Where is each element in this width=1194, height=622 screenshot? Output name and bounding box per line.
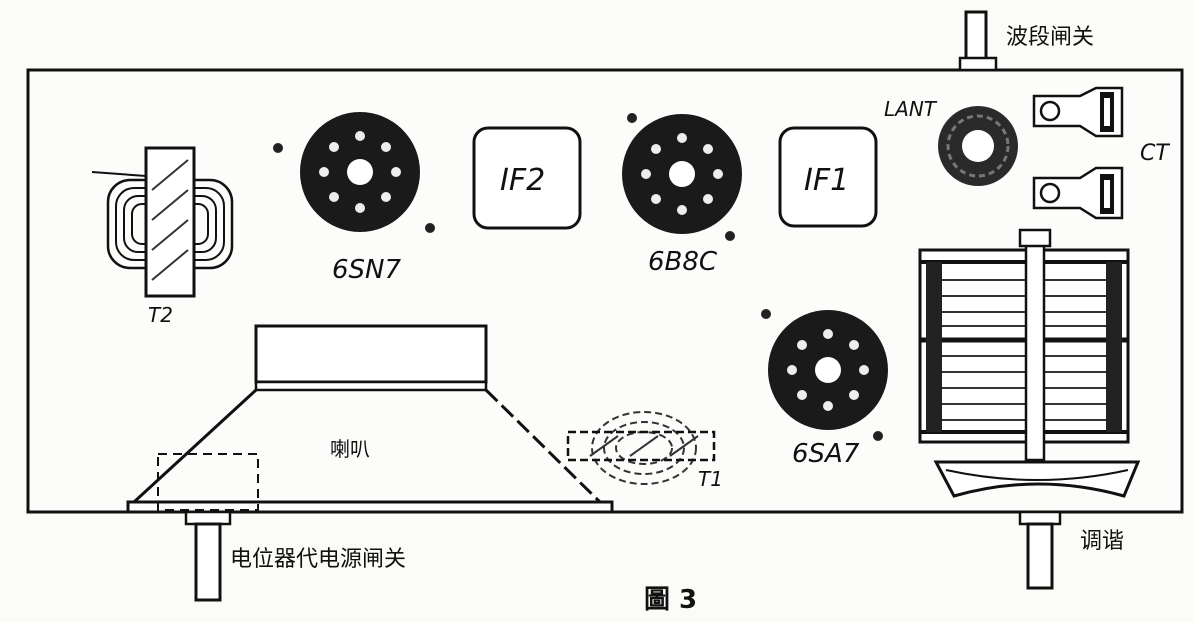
trimmer-capacitor-bottom: [1032, 166, 1124, 220]
band-switch-shaft: [958, 10, 998, 72]
band-switch-label: 波段闸关: [1006, 25, 1094, 50]
mount-hole: [627, 113, 637, 123]
mount-hole: [273, 143, 283, 153]
mount-hole: [873, 431, 883, 441]
tuning-shaft: [1018, 510, 1062, 590]
tuning-gang-capacitor: [918, 228, 1141, 498]
mount-hole: [425, 223, 435, 233]
volume-power-switch-label: 电位器代电源闸关: [230, 547, 406, 572]
tube-6sn7-label: 6SN7: [332, 255, 401, 285]
mount-hole: [725, 231, 735, 241]
if2-can: [472, 126, 582, 230]
mount-hole: [761, 309, 771, 319]
speaker: [126, 324, 614, 514]
tube-6b8c-label: 6B8C: [648, 247, 718, 277]
if2-label: IF2: [500, 163, 545, 198]
transformer-t1: [566, 411, 716, 485]
if1-can: [778, 126, 878, 228]
speaker-label: 喇叭: [330, 437, 370, 461]
transformer-t2-label: T2: [148, 303, 173, 327]
tube-socket-6b8c: [622, 114, 742, 234]
trimmer-caps-label: CT: [1140, 141, 1170, 166]
volume-power-switch-shaft: [184, 510, 232, 602]
antenna-coil: [938, 106, 1018, 186]
transformer-t1-label: T1: [698, 467, 723, 491]
tube-socket-6sn7: [300, 112, 420, 232]
antenna-coil-label: LANT: [884, 97, 938, 121]
transformer-t2: [91, 146, 234, 298]
tube-6sa7-label: 6SA7: [792, 439, 860, 469]
tube-socket-6sa7: [768, 310, 888, 430]
tuning-label: 调谐: [1080, 529, 1124, 554]
trimmer-capacitor-top: [1032, 86, 1124, 138]
if1-label: IF1: [804, 163, 849, 198]
figure-caption: 圖 3: [644, 585, 697, 615]
